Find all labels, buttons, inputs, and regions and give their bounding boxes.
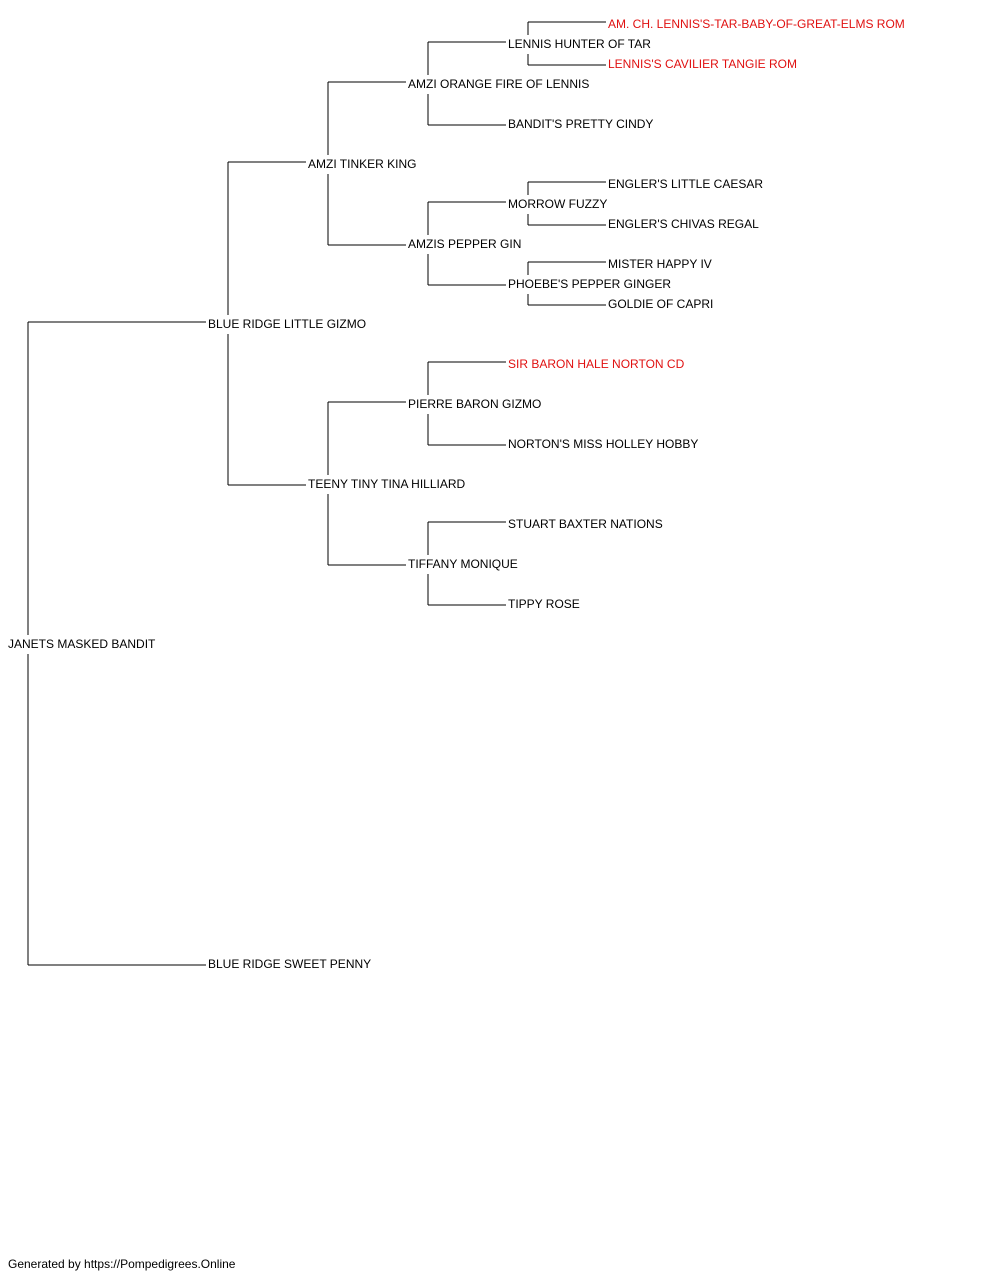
pedigree-node-n23: GOLDIE OF CAPRI — [608, 297, 714, 311]
pedigree-node-n18: AM. CH. LENNIS'S-TAR-BABY-OF-GREAT-ELMS … — [608, 17, 905, 31]
pedigree-node-n16: STUART BAXTER NATIONS — [508, 517, 663, 531]
generator-credit: Generated by https://Pompedigrees.Online — [8, 1257, 236, 1271]
pedigree-node-n20: ENGLER'S LITTLE CAESAR — [608, 177, 764, 191]
pedigree-node-n8: PIERRE BARON GIZMO — [408, 397, 542, 411]
pedigree-node-n10: LENNIS HUNTER OF TAR — [508, 37, 651, 51]
pedigree-node-n7: AMZIS PEPPER GIN — [408, 237, 522, 251]
pedigree-node-n17: TIPPY ROSE — [508, 597, 580, 611]
pedigree-node-n3: BLUE RIDGE SWEET PENNY — [208, 957, 372, 971]
pedigree-node-n19: LENNIS'S CAVILIER TANGIE ROM — [608, 57, 797, 71]
pedigree-node-n9: TIFFANY MONIQUE — [408, 557, 518, 571]
pedigree-node-n6: AMZI ORANGE FIRE OF LENNIS — [408, 77, 590, 91]
pedigree-node-n13: PHOEBE'S PEPPER GINGER — [508, 277, 672, 291]
pedigree-node-n4: AMZI TINKER KING — [308, 157, 417, 171]
pedigree-node-n12: MORROW FUZZY — [508, 197, 608, 211]
pedigree-node-n22: MISTER HAPPY IV — [608, 257, 712, 271]
pedigree-node-n1: JANETS MASKED BANDIT — [8, 637, 156, 651]
pedigree-node-n2: BLUE RIDGE LITTLE GIZMO — [208, 317, 367, 331]
pedigree-node-n11: BANDIT'S PRETTY CINDY — [508, 117, 654, 131]
pedigree-node-n15: NORTON'S MISS HOLLEY HOBBY — [508, 437, 699, 451]
pedigree-node-n21: ENGLER'S CHIVAS REGAL — [608, 217, 759, 231]
pedigree-node-n5: TEENY TINY TINA HILLIARD — [308, 477, 466, 491]
pedigree-node-n14: SIR BARON HALE NORTON CD — [508, 357, 685, 371]
